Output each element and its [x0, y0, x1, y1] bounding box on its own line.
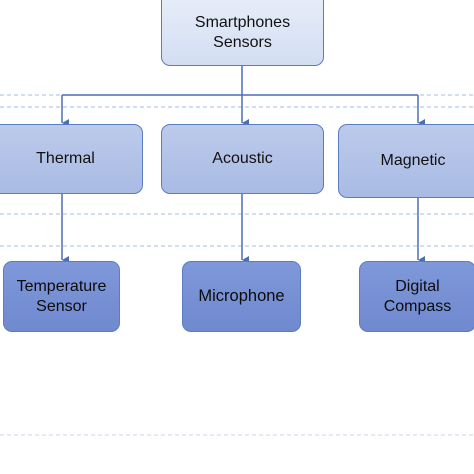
category-node-thermal: Thermal: [0, 124, 143, 194]
leaf-compass-line-2: Compass: [383, 297, 452, 315]
root-node-line-1: Smartphones: [194, 13, 291, 31]
category-label-acoustic: Acoustic: [212, 150, 273, 167]
leaf-temperature-line-2: Sensor: [36, 297, 87, 315]
leaf-compass-line-1: Digital: [395, 277, 440, 295]
category-label-magnetic: Magnetic: [380, 152, 446, 169]
leaf-microphone-label: Microphone: [198, 287, 285, 306]
leaf-temperature-line-1: Temperature: [16, 277, 107, 295]
leaf-node-digital-compass: Digital Compass: [359, 261, 474, 332]
root-node-smartphones-sensors: Smartphones Sensors: [161, 0, 324, 66]
category-label-thermal: Thermal: [36, 150, 95, 167]
category-node-acoustic: Acoustic: [161, 124, 324, 194]
category-node-magnetic: Magnetic: [338, 124, 474, 198]
leaf-node-temperature-sensor: Temperature Sensor: [3, 261, 120, 332]
root-node-line-2: Sensors: [213, 33, 272, 51]
leaf-node-microphone: Microphone: [182, 261, 301, 332]
